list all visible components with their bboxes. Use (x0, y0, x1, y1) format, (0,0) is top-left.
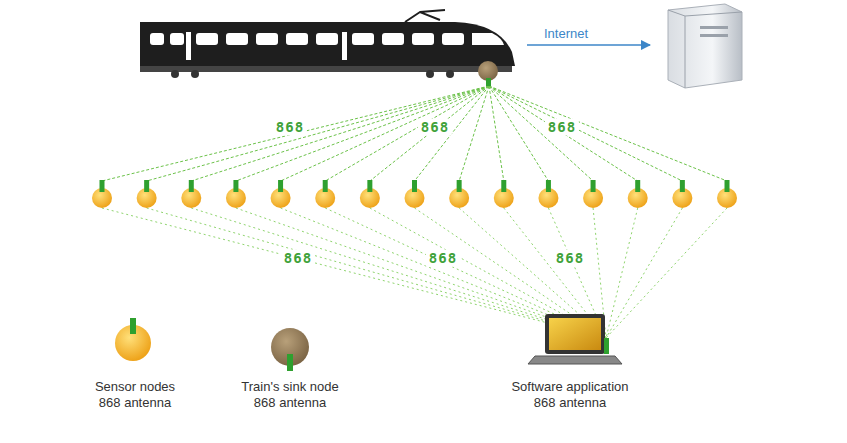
sensor-node (583, 180, 603, 208)
radio-link (489, 86, 638, 181)
legend-text: Train's sink node 868 antenna (231, 379, 349, 410)
sensor-node (315, 180, 335, 208)
server (668, 4, 742, 88)
radio-link (236, 86, 489, 181)
frequency-label: 868 (426, 250, 460, 267)
sensor-node (538, 180, 558, 208)
laptop (528, 314, 622, 364)
frequency-label: 868 (273, 119, 307, 136)
radio-link (606, 208, 682, 338)
radio-link (489, 86, 682, 181)
sink-node (478, 61, 498, 86)
internet-arrow (527, 44, 650, 46)
radio-link (459, 86, 489, 181)
frequency-label: 868 (418, 119, 452, 136)
legend-sink-icon (271, 328, 309, 371)
sensor-nodes (92, 180, 737, 208)
device-caption: Software application 868 antenna (503, 379, 638, 410)
radio-link (281, 86, 489, 181)
sensor-node (494, 180, 514, 208)
train (140, 10, 515, 78)
sensor-node (226, 180, 246, 208)
legend-text: Sensor nodes 868 antenna (85, 379, 185, 410)
radio-link (606, 208, 638, 338)
sensor-node (137, 180, 157, 208)
sensor-node (449, 180, 469, 208)
radio-link (147, 208, 606, 338)
frequency-label: 868 (545, 119, 579, 136)
radio-link (415, 86, 490, 181)
network-label: Internet (542, 26, 590, 42)
radio-links (102, 86, 727, 338)
radio-link (489, 86, 593, 181)
sensor-node (181, 180, 201, 208)
radio-link (102, 208, 606, 338)
radio-link (489, 86, 727, 181)
frequency-label: 868 (553, 250, 587, 267)
radio-link (147, 86, 489, 181)
frequency-label: 868 (281, 250, 315, 267)
sensor-node (405, 180, 425, 208)
legend-sensor-icon (115, 318, 151, 361)
sensor-node (628, 180, 648, 208)
radio-link (102, 86, 489, 181)
radio-link (489, 86, 504, 181)
sensor-node (717, 180, 737, 208)
radio-link (325, 86, 489, 181)
sensor-node (672, 180, 692, 208)
radio-link (191, 208, 606, 338)
radio-link (606, 208, 727, 338)
radio-link (370, 86, 489, 181)
sensor-node (92, 180, 112, 208)
radio-link (191, 86, 489, 181)
sensor-node (271, 180, 291, 208)
sensor-node (360, 180, 380, 208)
